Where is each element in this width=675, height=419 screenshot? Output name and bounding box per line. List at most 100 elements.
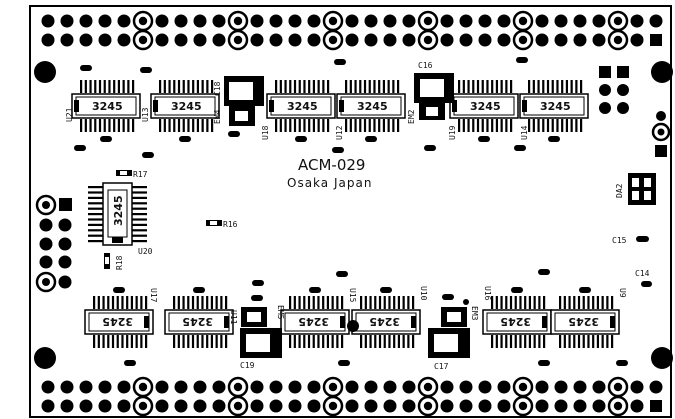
chip-pin <box>532 80 535 93</box>
chip-pin <box>145 335 148 348</box>
header-pin <box>497 380 511 394</box>
chip-pin <box>491 296 494 309</box>
chip-u18-ref: U18 <box>261 125 270 140</box>
chip-pin <box>88 202 103 205</box>
chip-pin <box>298 335 301 348</box>
chip-pin <box>563 296 566 309</box>
header-pin-center <box>613 35 623 45</box>
smd-pad <box>251 295 263 301</box>
chip-pin <box>402 296 405 309</box>
chip-pin <box>606 335 609 348</box>
header-pin <box>269 380 283 394</box>
chip-pin <box>382 80 386 93</box>
chip-pin <box>407 335 410 348</box>
smd-pad <box>74 145 86 151</box>
chip-pin <box>510 80 513 93</box>
header-pin <box>98 380 112 394</box>
chip-pin <box>88 191 103 194</box>
chip-pin <box>462 80 465 93</box>
right-connector <box>599 66 671 157</box>
chip-pin <box>117 119 121 132</box>
header-pin-center <box>328 382 338 392</box>
header-pin <box>592 14 606 28</box>
chips-layer: 3245U213245U133245U183245U123245U193245U… <box>65 80 627 348</box>
chip-pin <box>360 335 363 348</box>
header-pin-center <box>233 401 243 411</box>
header-pin <box>554 399 568 413</box>
chip-pin <box>462 119 465 132</box>
header-pin-center <box>233 382 243 392</box>
header-pin <box>364 380 378 394</box>
chip-u19-part: 3245 <box>470 100 501 113</box>
chip-pin <box>88 196 103 199</box>
chip-pin <box>359 80 362 93</box>
header-pin <box>402 33 416 47</box>
chip-pin <box>312 119 316 132</box>
header-pin <box>117 380 131 394</box>
header-pin <box>193 380 207 394</box>
chip-pin <box>116 296 119 309</box>
chip-pin <box>107 335 110 348</box>
header-top <box>41 10 663 51</box>
chip-u15-ref: U15 <box>348 288 357 303</box>
chip-pin <box>293 335 296 348</box>
chip-pin <box>336 335 339 348</box>
header-pin <box>497 14 511 28</box>
smd-pad <box>252 280 264 286</box>
header-pin <box>383 380 397 394</box>
chip-u14-ref: U14 <box>520 125 529 140</box>
chip-pin <box>486 119 489 132</box>
chip-pin <box>561 119 564 132</box>
chip-pin <box>359 119 362 132</box>
chip-pin <box>111 335 115 348</box>
header-pin <box>193 14 207 28</box>
label-em2: EM2 <box>407 109 416 124</box>
header-pin-center <box>518 401 528 411</box>
chip-pin <box>575 119 578 132</box>
chip-u20-ref: U20 <box>138 247 153 256</box>
header-pin <box>174 399 188 413</box>
chip-pin <box>495 335 498 348</box>
chip-pin <box>93 296 96 309</box>
smd-pad <box>514 145 526 151</box>
chip-pin <box>187 119 190 132</box>
chip-pin <box>201 80 204 93</box>
chip-pin <box>177 296 180 309</box>
chip-pin <box>573 296 576 309</box>
chip-pin <box>279 119 282 132</box>
header-pin <box>79 380 93 394</box>
chip-u11-part: 3245 <box>182 315 213 328</box>
chip-pin <box>500 80 503 93</box>
chip-pin <box>458 119 461 132</box>
header-pin <box>174 14 188 28</box>
header-pin <box>649 14 663 28</box>
header-pin <box>345 380 359 394</box>
chip-pin <box>322 119 325 132</box>
chip-pin <box>363 80 367 93</box>
chip-pin <box>580 80 583 93</box>
chip-pin <box>505 335 508 348</box>
chip-pin <box>543 296 546 309</box>
chip-pin <box>412 296 415 309</box>
header-pin <box>440 33 454 47</box>
smd-pad <box>100 136 112 142</box>
chip-pin <box>108 119 111 132</box>
chip-pin <box>225 335 228 348</box>
chip-notch <box>224 316 229 328</box>
chip-pin <box>514 335 517 348</box>
chip-pin <box>402 335 405 348</box>
chip-pin <box>495 296 498 309</box>
chip-pin <box>570 119 573 132</box>
header-pin <box>98 14 112 28</box>
chip-pin <box>378 335 382 348</box>
chip-u13-part: 3245 <box>171 100 202 113</box>
chip-pin <box>88 207 103 210</box>
smd-pad <box>424 145 436 151</box>
label-r16: R16 <box>223 220 238 229</box>
chip-pin <box>510 119 513 132</box>
chip-pin <box>397 335 401 348</box>
label-c18: C18 <box>213 81 222 96</box>
header-pin <box>41 399 55 413</box>
